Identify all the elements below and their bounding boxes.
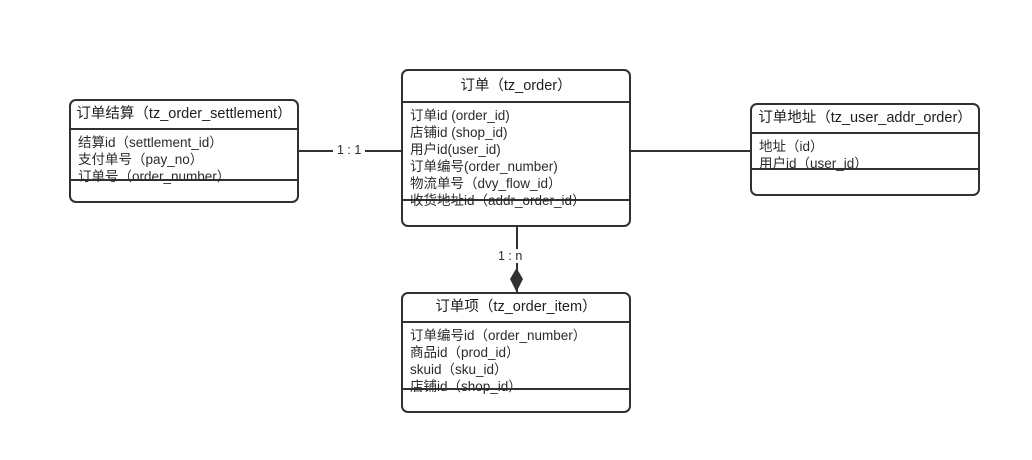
attribute-row: 订单号（order_number） [78,169,231,184]
entity-attributes-tz-order-item: 订单编号id（order_number） 商品id（prod_id） skuid… [403,323,629,394]
attribute-row: 结算id（settlement_id） [78,135,223,150]
attribute-row: 店铺id（shop_id） [410,379,522,394]
connector-order-address [631,150,750,152]
entity-footer-tz-user-addr-order [752,170,978,194]
entity-header-tz-order-settlement: 订单结算（tz_order_settlement） [71,101,297,130]
cardinality-label-settlement-order: 1 : 1 [333,143,366,157]
entity-attributes-tz-order-settlement: 结算id（settlement_id） 支付单号（pay_no） 订单号（ord… [71,130,297,184]
entity-header-tz-order: 订单（tz_order） [403,71,629,103]
entity-tz-order-item[interactable]: 订单项（tz_order_item） 订单编号id（order_number） … [401,292,631,413]
entity-title-tz-user-addr-order: 订单地址（tz_user_addr_order） [758,110,972,127]
cardinality-label-order-orderitem: 1 : n [494,249,527,263]
attribute-row: 收货地址id（addr_order_id） [410,193,586,208]
attribute-row: 支付单号（pay_no） [78,152,204,167]
entity-tz-order[interactable]: 订单（tz_order） 订单id (order_id) 店铺id (shop_… [401,69,631,227]
attribute-row: 用户id(user_id) [410,142,501,157]
entity-header-tz-order-item: 订单项（tz_order_item） [403,294,629,323]
entity-tz-user-addr-order[interactable]: 订单地址（tz_user_addr_order） 地址（id） 用户id（use… [750,103,980,196]
attribute-row: skuid（sku_id） [410,362,508,377]
attribute-row: 订单编号id（order_number） [410,328,587,343]
entity-header-tz-user-addr-order: 订单地址（tz_user_addr_order） [752,105,978,134]
attribute-row: 订单编号(order_number) [410,159,558,174]
attribute-row: 店铺id (shop_id) [410,125,508,140]
attribute-row: 用户id（user_id） [759,156,868,171]
attribute-row: 订单id (order_id) [410,108,510,123]
entity-attributes-tz-order: 订单id (order_id) 店铺id (shop_id) 用户id(user… [403,103,629,208]
entity-title-tz-order-item: 订单项（tz_order_item） [435,299,597,316]
entity-attributes-tz-user-addr-order: 地址（id） 用户id（user_id） [752,134,978,171]
attribute-row: 物流单号（dvy_flow_id） [410,176,562,191]
entity-title-tz-order: 订单（tz_order） [460,77,572,94]
entity-title-tz-order-settlement: 订单结算（tz_order_settlement） [76,106,292,123]
attribute-row: 商品id（prod_id） [410,345,520,360]
entity-tz-order-settlement[interactable]: 订单结算（tz_order_settlement） 结算id（settlemen… [69,99,299,203]
attribute-row: 地址（id） [759,139,824,154]
